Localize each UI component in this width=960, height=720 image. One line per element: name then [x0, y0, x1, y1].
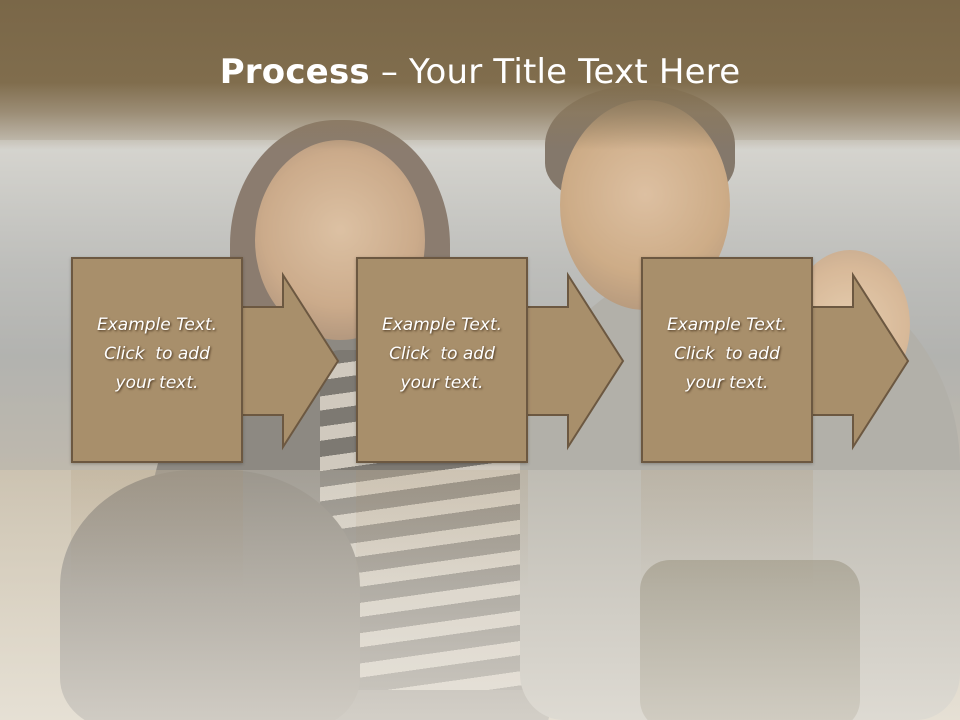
process-step-2[interactable]: Example Text. Click to add your text. [356, 257, 626, 467]
process-step-1[interactable]: Example Text. Click to add your text. [71, 257, 341, 467]
step-box [641, 257, 813, 463]
step-text-line: Example Text. [96, 315, 218, 335]
step-text[interactable]: Example Text. Click to add your text. [649, 311, 805, 398]
step-reflection [641, 470, 911, 590]
step-reflection [71, 470, 341, 590]
step-text-line: Click to add [104, 344, 210, 364]
step-text-line: Click to add [674, 344, 780, 364]
slide-title[interactable]: Process – Your Title Text Here [0, 52, 960, 92]
arrow-right-icon [525, 271, 625, 451]
step-text-line: Example Text. [666, 315, 788, 335]
title-band [0, 0, 960, 150]
arrow-right-icon [810, 271, 910, 451]
arrow-right-icon [240, 271, 340, 451]
title-bold-part: Process [219, 52, 370, 92]
process-step-3[interactable]: Example Text. Click to add your text. [641, 257, 911, 467]
step-box [71, 257, 243, 463]
step-box [356, 257, 528, 463]
title-rest-part: – Your Title Text Here [369, 52, 741, 92]
step-text-line: your text. [115, 373, 199, 393]
step-text-line: Click to add [389, 344, 495, 364]
background-lower-wash [0, 470, 960, 720]
step-reflection [356, 470, 626, 590]
step-text[interactable]: Example Text. Click to add your text. [79, 311, 235, 398]
step-text-line: your text. [400, 373, 484, 393]
step-text-line: Example Text. [381, 315, 503, 335]
step-text-line: your text. [685, 373, 769, 393]
step-text[interactable]: Example Text. Click to add your text. [364, 311, 520, 398]
